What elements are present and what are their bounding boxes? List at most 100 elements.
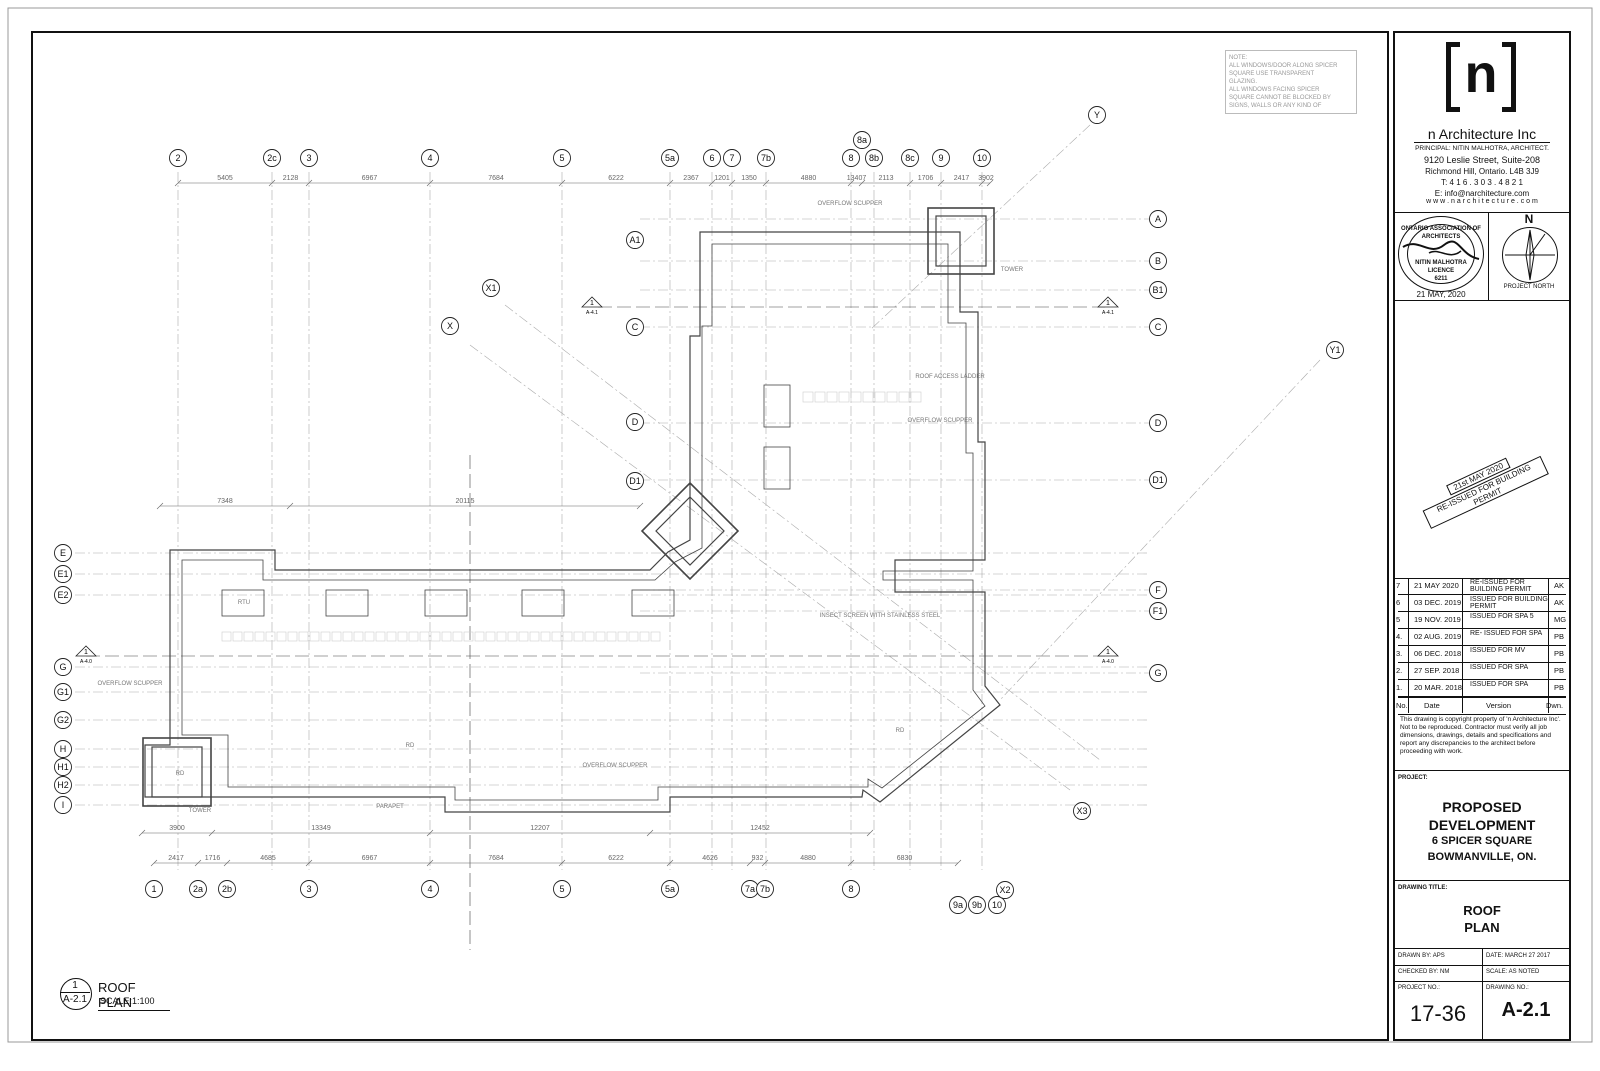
grid-bubble-diag-label: X1 — [485, 283, 496, 293]
walkway-pad — [639, 631, 650, 642]
grid-bubble-right-label: F — [1155, 585, 1161, 595]
grid-bubble-diag-label: Y1 — [1329, 345, 1340, 355]
grid-bubble-top-label: 2 — [175, 153, 180, 163]
drawing-number: A-2.1 — [1501, 999, 1551, 1021]
seal-block: ONTARIO ASSOCIATION OF ARCHITECTS NITIN … — [1394, 212, 1570, 301]
dim-label: 2128 — [283, 175, 299, 182]
tower-sw — [142, 737, 212, 807]
walkway-pad — [364, 631, 375, 642]
dim-label: 4880 — [800, 855, 816, 862]
grid-bubble-right: C — [1149, 318, 1167, 336]
grid-bubble-bottom-label: 1 — [151, 884, 156, 894]
grid-bubble-bottom-label: 5a — [665, 884, 675, 894]
grid-bubble-bottom-label: 5 — [559, 884, 564, 894]
project-label: PROJECT: — [1398, 775, 1428, 781]
walkway-pad — [562, 631, 573, 642]
grid-bubble-right: F — [1149, 581, 1167, 599]
grid-bubble-top: 2 — [169, 149, 187, 167]
rtu-unit — [424, 589, 468, 617]
grid-bubble-top-label: 8 — [848, 153, 853, 163]
plan-label: RD — [406, 743, 415, 749]
dim-tick — [558, 859, 566, 867]
grid-bubble-left: G2 — [54, 711, 72, 729]
grid-bubble-top: 7b — [757, 149, 775, 167]
tower-ne — [927, 207, 995, 275]
grid-bubble-top-label: 3 — [306, 153, 311, 163]
revision-date: 27 SEP. 2018 — [1414, 666, 1460, 675]
grid-bubble-left-label: G2 — [57, 715, 69, 725]
dim-tick — [305, 859, 313, 867]
dim-label: 4880 — [801, 175, 817, 182]
project-north-label: PROJECT NORTH — [1503, 284, 1555, 290]
walkway-pad — [850, 391, 862, 403]
rtu-unit — [521, 589, 565, 617]
dim-tick — [708, 179, 716, 187]
grid-bubble-left-label: H2 — [57, 780, 69, 790]
grid-bubble-top: 8a — [853, 131, 871, 149]
grid-line — [999, 359, 1321, 701]
grid-bubble-bottom-label: 3 — [306, 884, 311, 894]
dim-label: 13349 — [311, 825, 331, 832]
walkway-pad — [419, 631, 430, 642]
walkway-pad — [254, 631, 265, 642]
walkway-pad — [309, 631, 320, 642]
dim-tick — [847, 179, 855, 187]
section-marker-num: 1 — [84, 649, 88, 656]
grid-line — [504, 304, 1101, 761]
firm-block: n n Architecture Inc PRINCIPAL: NITIN MA… — [1394, 32, 1570, 213]
dim-label: 1716 — [205, 855, 221, 862]
grid-bubble-left-upper: D — [626, 413, 644, 431]
grid-bubble-left-label: G1 — [57, 687, 69, 697]
dim-label: 1706 — [918, 175, 934, 182]
info-divider-v — [1482, 949, 1483, 1041]
drawing-scale: SCALE:1:100 — [100, 996, 155, 1006]
dim-tick — [978, 179, 986, 187]
dim-label: 6222 — [608, 855, 624, 862]
grid-bubble-diag: X3 — [1073, 802, 1091, 820]
plan-label: TOWER — [189, 808, 212, 814]
grid-bubble-top-label: 8b — [869, 153, 879, 163]
dim-tick — [761, 859, 769, 867]
revision-dwn: PB — [1554, 666, 1565, 675]
drawing-frame — [31, 31, 1389, 1041]
grid-bubble-right-label: B — [1155, 256, 1161, 266]
grid-bubble-bottom: 7a — [741, 880, 759, 898]
grid-bubble-left: E1 — [54, 565, 72, 583]
walkway-pad — [862, 391, 874, 403]
revision-dwn: PB — [1554, 649, 1565, 658]
walkway-pad — [910, 391, 922, 403]
walkway-pad — [898, 391, 910, 403]
tower-sw-inner — [151, 746, 203, 798]
walkway-pad — [518, 631, 529, 642]
tower-diag-inner — [655, 496, 725, 566]
revision-date: 21 MAY 2020 — [1414, 581, 1459, 590]
tower-diag — [640, 481, 740, 581]
dim-tick — [866, 829, 874, 837]
grid-bubble-top: 8c — [901, 149, 919, 167]
grid-bubble-bottom: 1 — [145, 880, 163, 898]
project-line-4: BOWMANVILLE, ON. — [1427, 851, 1537, 863]
info-divider-h — [1394, 981, 1570, 982]
north-label: N — [1524, 212, 1534, 226]
parapet-outer — [144, 231, 1001, 813]
walkway-pad — [826, 391, 838, 403]
rev-header-date: Date — [1424, 701, 1440, 710]
grid-bubble-top: 6 — [703, 149, 721, 167]
walkway-pad — [276, 631, 287, 642]
grid-bubble-bottom-label: 7b — [760, 884, 770, 894]
grid-bubble-diag: Y — [1088, 106, 1106, 124]
drawing-title-block: DRAWING TITLE: ROOF PLAN — [1394, 880, 1570, 949]
seal-divider — [1488, 212, 1489, 300]
walkway-pad — [298, 631, 309, 642]
dim-tick — [906, 179, 914, 187]
section-marker: 1A-4.1 — [581, 296, 603, 316]
grid-bubble-top-label: 7b — [761, 153, 771, 163]
rtu-unit — [763, 384, 791, 428]
revision-no: 3. — [1396, 649, 1403, 658]
walkway-pad — [430, 631, 441, 642]
drawing-title-label: DRAWING TITLE: — [1398, 885, 1448, 891]
dim-label: 1201 — [714, 175, 730, 182]
firm-email: E: info@narchitecture.com — [1434, 189, 1530, 198]
